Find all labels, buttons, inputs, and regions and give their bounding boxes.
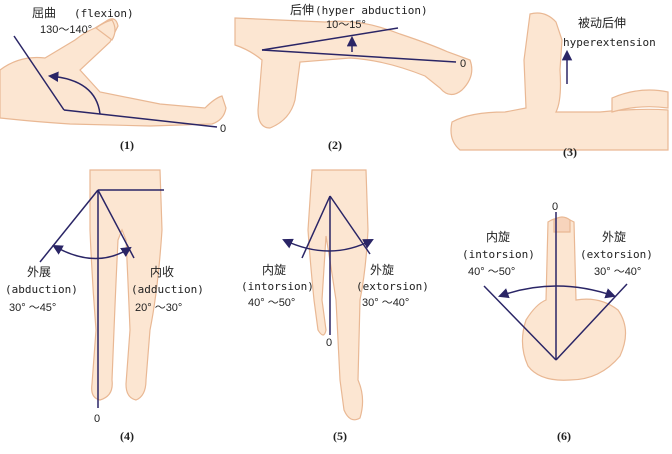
panel-5-right-en: (extorsion) (356, 280, 429, 293)
panel-5-zero: 0 (326, 337, 332, 349)
panel-6-figure (521, 216, 627, 381)
panel-3-number: (3) (563, 145, 577, 159)
panel-1-flexion: 屈曲 (flexion) 130～140° 0 (1) (0, 6, 227, 152)
panel-3-passive-hyperextension: 被动后伸 hyperextension (3) (450, 12, 669, 159)
panel-4-abduction-adduction: 外展 (abduction) 30° ～45° 内收 (adduction) 2… (5, 169, 204, 443)
panel-4-right-range: 20° ～30° (135, 302, 182, 314)
panel-6-right-cn: 外旋 (602, 230, 626, 244)
panel-4-angle-lines (39, 189, 164, 408)
panel-5-right-cn: 外旋 (370, 263, 394, 277)
panel-6-zero: 0 (552, 201, 558, 213)
panel-1-figure (0, 18, 227, 127)
panel-5-left-en: (intorsion) (241, 280, 314, 293)
panel-6-rotation-prone: 0 内旋 (intorsion) 40° ～50° 外旋 (extorsion)… (462, 201, 653, 443)
panel-2-label-cn: 后伸 (290, 3, 314, 17)
panel-5-left-range: 40° ～50° (248, 297, 295, 309)
panel-6-angle-lines (483, 212, 628, 361)
panel-5-number: (5) (333, 429, 347, 443)
panel-3-figure (450, 12, 669, 151)
panel-5-left-cn: 内旋 (262, 263, 286, 277)
panel-3-label-cn: 被动后伸 (578, 16, 626, 30)
panel-4-number: (4) (120, 429, 134, 443)
panel-1-label-en: (flexion) (74, 7, 134, 20)
panel-4-left-cn: 外展 (27, 265, 51, 279)
panel-6-right-range: 30° ～40° (594, 266, 641, 278)
panel-4-right-en: (adduction) (131, 283, 204, 296)
panel-1-number: (1) (120, 138, 134, 152)
panel-6-left-range: 40° ～50° (468, 266, 515, 278)
panel-5-rotation-supine: 内旋 (intorsion) 40° ～50° 外旋 (extorsion) 3… (241, 169, 429, 443)
panel-3-label-en: hyperextension (563, 36, 656, 49)
panel-2-range: 10～15° (326, 19, 366, 31)
panel-2-angle-lines (261, 27, 457, 63)
panel-4-left-range: 30° ～45° (9, 302, 56, 314)
panel-6-left-cn: 内旋 (486, 230, 510, 244)
panel-5-angle-lines (282, 195, 374, 335)
panel-6-left-en: (intorsion) (462, 248, 535, 261)
panel-6-number: (6) (557, 429, 571, 443)
panel-6-right-en: (extorsion) (580, 248, 653, 261)
panel-4-right-cn: 内收 (150, 265, 174, 279)
panel-1-label-cn: 屈曲 (32, 6, 56, 20)
panel-4-zero: 0 (94, 413, 100, 425)
panel-1-range: 130～140° (40, 24, 92, 36)
panel-1-zero: 0 (220, 123, 226, 135)
panel-5-figure (307, 169, 369, 421)
panel-5-right-range: 30° ～40° (362, 297, 409, 309)
panel-4-left-en: (abduction) (5, 283, 78, 296)
panel-2-label-en: (hyper abduction) (315, 4, 428, 17)
panel-2-hyperextension: 后伸 (hyper abduction) 10～15° 0 (2) (234, 3, 473, 152)
panel-1-angle-lines (13, 35, 218, 128)
panel-2-zero: 0 (460, 58, 466, 70)
panel-2-number: (2) (328, 138, 342, 152)
panel-4-figure (89, 169, 163, 401)
